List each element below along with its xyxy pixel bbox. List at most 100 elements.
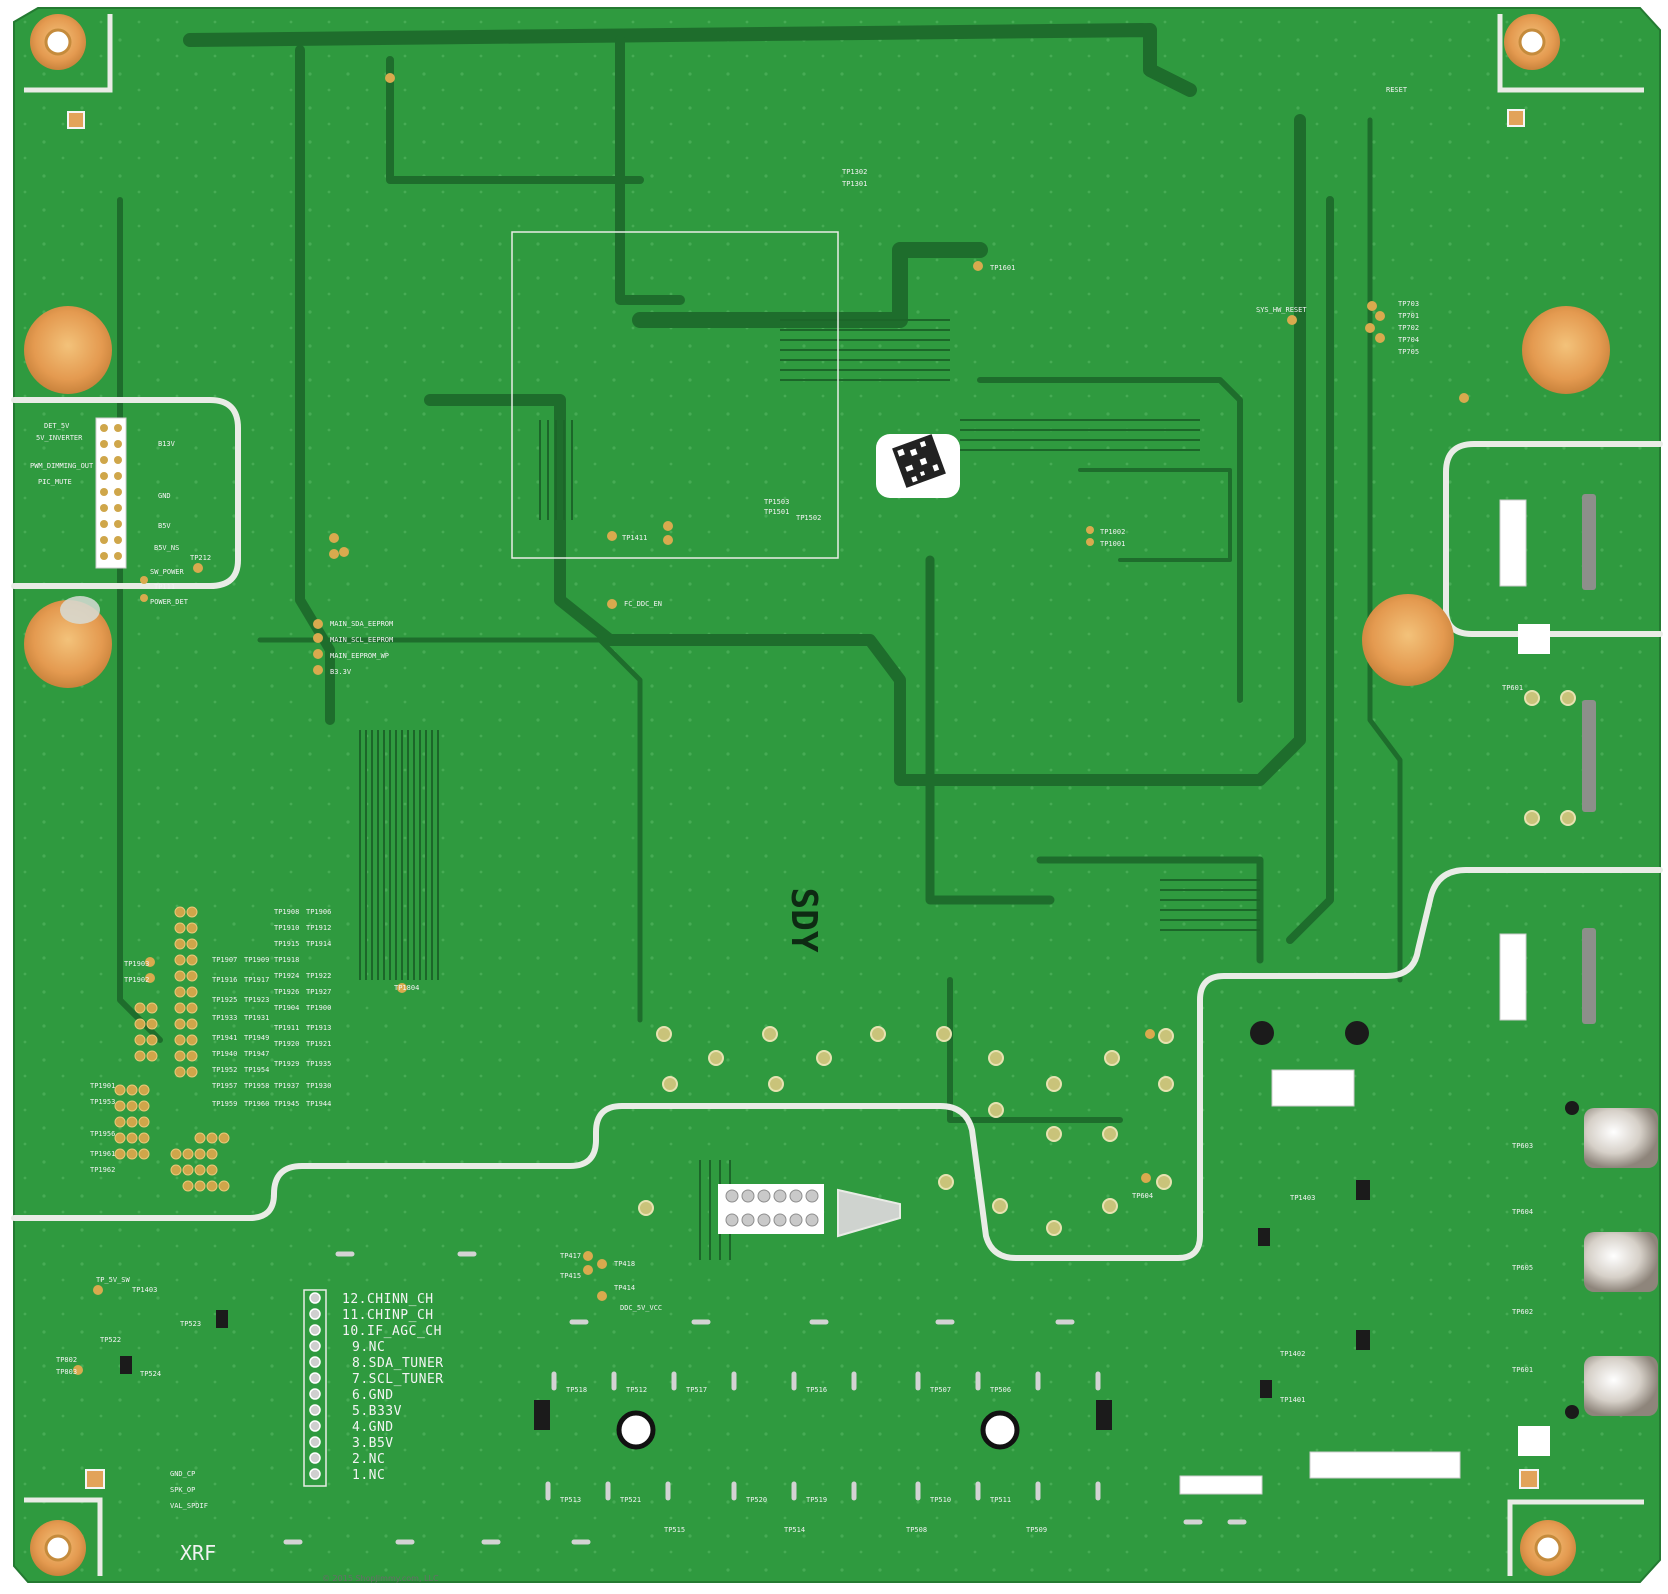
center-connector bbox=[718, 1184, 901, 1238]
label-tp1900: TP1900 bbox=[306, 1004, 331, 1012]
label-tp1958: TP1958 bbox=[244, 1082, 269, 1090]
label-tp1949: TP1949 bbox=[244, 1034, 269, 1042]
label-gnd-cp: GND_CP bbox=[170, 1470, 195, 1478]
label-tp1001: TP1001 bbox=[1100, 540, 1125, 548]
label-tp1503: TP1503 bbox=[764, 498, 789, 506]
label-tp1601: TP1601 bbox=[990, 264, 1015, 272]
label-tp418: TP418 bbox=[614, 1260, 635, 1268]
label-tp705: TP705 bbox=[1398, 348, 1419, 356]
label-tp1908: TP1908 bbox=[274, 908, 299, 916]
label-tp703: TP703 bbox=[1398, 300, 1419, 308]
label-tp1915: TP1915 bbox=[274, 940, 299, 948]
label-tp1403: TP1403 bbox=[1290, 1194, 1315, 1202]
tuner-pin-label: 2.NC bbox=[352, 1452, 385, 1467]
label-tp1926: TP1926 bbox=[274, 988, 299, 996]
label-tp803: TP803 bbox=[56, 1368, 77, 1376]
bus-traces bbox=[359, 319, 1260, 1260]
label-tp702: TP702 bbox=[1398, 324, 1419, 332]
label-b33v: B3.3V bbox=[330, 668, 352, 676]
label-tp524: TP524 bbox=[140, 1370, 161, 1378]
label-tp516: TP516 bbox=[806, 1386, 827, 1394]
label-tp704: TP704 bbox=[1398, 336, 1419, 344]
tuner-header bbox=[303, 1289, 327, 1487]
tuner-slots bbox=[283, 1251, 1247, 1545]
label-tp508: TP508 bbox=[906, 1526, 927, 1534]
label-b13v: B13V bbox=[158, 440, 176, 448]
tuner-pin-label: 3.B5V bbox=[352, 1436, 394, 1451]
label-tp515: TP515 bbox=[664, 1526, 685, 1534]
right-connectors bbox=[1499, 494, 1596, 1456]
label-tp415: TP415 bbox=[560, 1272, 581, 1280]
label-tp1909: TP1909 bbox=[244, 956, 269, 964]
label-reset: RESET bbox=[1386, 86, 1408, 94]
label-tp1502: TP1502 bbox=[796, 514, 821, 522]
label-tp518: TP518 bbox=[566, 1386, 587, 1394]
label-tp1945: TP1945 bbox=[274, 1100, 299, 1108]
label-tp212: TP212 bbox=[190, 554, 211, 562]
tuner-pin-label: 6.GND bbox=[352, 1388, 394, 1403]
label-tp1914: TP1914 bbox=[306, 940, 331, 948]
tuner-pin-label: 10.IF_AGC_CH bbox=[342, 1324, 442, 1339]
tuner-holes bbox=[616, 1410, 1020, 1450]
label-gnd: GND bbox=[158, 492, 171, 500]
label-tp513: TP513 bbox=[560, 1496, 581, 1504]
round-pads bbox=[638, 690, 1576, 1236]
label-tp1962: TP1962 bbox=[90, 1166, 115, 1174]
tuner-pin-label: 7.SCL_TUNER bbox=[352, 1372, 444, 1387]
label-tp1937: TP1937 bbox=[274, 1082, 299, 1090]
label-tp1947: TP1947 bbox=[244, 1050, 269, 1058]
label-tp1925: TP1925 bbox=[212, 996, 237, 1004]
label-tp1918: TP1918 bbox=[274, 956, 299, 964]
tuner-pin-label: 4.GND bbox=[352, 1420, 394, 1435]
qr-label bbox=[876, 434, 960, 498]
label-tp507: TP507 bbox=[930, 1386, 951, 1394]
label-tp701: TP701 bbox=[1398, 312, 1419, 320]
label-tp1940: TP1940 bbox=[212, 1050, 237, 1058]
label-sda-eeprom: MAIN_SDA_EEPROM bbox=[330, 620, 393, 628]
label-tp1923: TP1923 bbox=[244, 996, 269, 1004]
label-tp-5v-sw: TP_5V_SW bbox=[96, 1276, 131, 1284]
label-b5v-ns: B5V_NS bbox=[154, 544, 179, 552]
label-tp1906: TP1906 bbox=[306, 908, 331, 916]
misc-labels: RESET SYS_HW_RESET FC_DDC_EN DDC_5V_VCC … bbox=[56, 86, 1533, 1534]
label-fc-ddc-en: FC_DDC_EN bbox=[624, 600, 662, 608]
label-inverter: 5V_INVERTER bbox=[36, 434, 83, 442]
label-tp111: TP111 bbox=[154, 583, 175, 591]
label-tp604: TP604 bbox=[1512, 1208, 1533, 1216]
label-det-5v: DET_5V bbox=[44, 422, 70, 430]
power-labels: DET_5V 5V_INVERTER PWM_DIMMING_OUT PIC_M… bbox=[30, 422, 211, 606]
label-tp1941: TP1941 bbox=[212, 1034, 237, 1042]
label-tp1929: TP1929 bbox=[274, 1060, 299, 1068]
label-tp1957: TP1957 bbox=[212, 1082, 237, 1090]
label-tp1952: TP1952 bbox=[212, 1066, 237, 1074]
label-tp1944: TP1944 bbox=[306, 1100, 331, 1108]
label-tp1501: TP1501 bbox=[764, 508, 789, 516]
label-b5v: B5V bbox=[158, 522, 171, 530]
label-tp414: TP414 bbox=[614, 1284, 635, 1292]
label-tp603: TP603 bbox=[1512, 1142, 1533, 1150]
tuner-pin-label: 12.CHINN_CH bbox=[342, 1292, 434, 1307]
label-tp1922: TP1922 bbox=[306, 972, 331, 980]
label-tp514: TP514 bbox=[784, 1526, 805, 1534]
label-tp1960: TP1960 bbox=[244, 1100, 269, 1108]
label-tp1402: TP1402 bbox=[1280, 1350, 1305, 1358]
label-tp522: TP522 bbox=[100, 1336, 121, 1344]
label-tp506: TP506 bbox=[990, 1386, 1011, 1394]
silkscreen-outlines bbox=[11, 231, 1663, 1261]
label-tp511: TP511 bbox=[990, 1496, 1011, 1504]
label-tp519: TP519 bbox=[806, 1496, 827, 1504]
label-tp1902: TP1902 bbox=[124, 976, 149, 984]
tuner-pin-label: 8.SDA_TUNER bbox=[352, 1356, 444, 1371]
label-tp417: TP417 bbox=[560, 1252, 581, 1260]
label-tp517: TP517 bbox=[686, 1386, 707, 1394]
label-tp1910: TP1910 bbox=[274, 924, 299, 932]
label-ddc-5v-vcc: DDC_5V_VCC bbox=[620, 1304, 662, 1312]
label-tp509: TP509 bbox=[1026, 1526, 1047, 1534]
copper-pads bbox=[24, 306, 1610, 688]
label-pwm: PWM_DIMMING_OUT bbox=[30, 462, 94, 470]
label-tp521: TP521 bbox=[620, 1496, 641, 1504]
trace-layer bbox=[117, 23, 1403, 1123]
label-tp1912: TP1912 bbox=[306, 924, 331, 932]
label-tp1401: TP1401 bbox=[1280, 1396, 1305, 1404]
